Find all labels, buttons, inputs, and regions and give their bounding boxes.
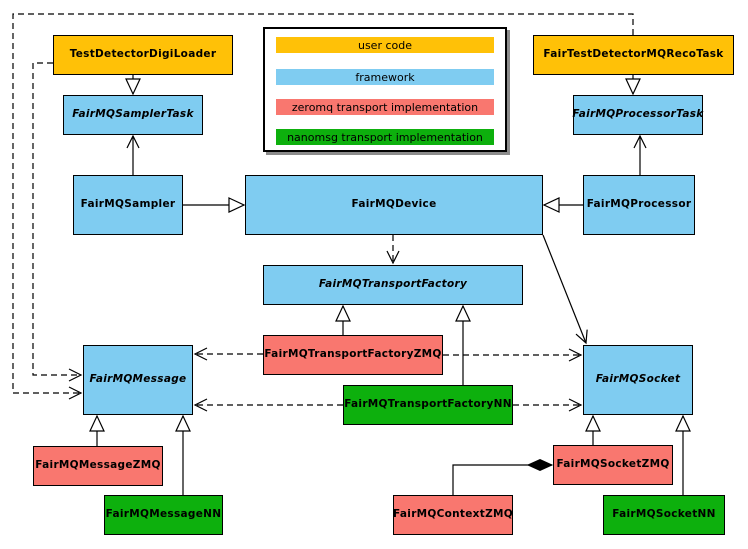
node-testdetectordigiloader-label: TestDetectorDigiLoader — [69, 48, 217, 61]
legend-item-zeromq-label: zeromq transport implementation — [291, 100, 479, 114]
node-fairmqsampler: FairMQSampler — [73, 175, 183, 235]
edge-dependency-recotask-to-message — [12, 13, 634, 400]
node-fairmqmessagenn-label: FairMQMessageNN — [105, 508, 222, 521]
node-fairmqtransportfactorynn-label: FairMQTransportFactoryNN — [344, 398, 512, 411]
node-fairmqtransportfactoryzmq-label: FairMQTransportFactoryZMQ — [264, 348, 442, 361]
node-fairmqsocketzmq: FairMQSocketZMQ — [553, 445, 673, 485]
edge-dependency-digiloader-to-message — [32, 62, 83, 382]
node-fairmqsamplertask-label: FairMQSamplerTask — [72, 108, 194, 121]
node-fairmqprocessor: FairMQProcessor — [583, 175, 695, 235]
node-fairtestdetectormqrecotask-label: FairTestDetectorMQRecoTask — [543, 48, 724, 61]
node-fairmqdevice-label: FairMQDevice — [351, 198, 437, 211]
legend-item-nanomsg: nanomsg transport implementation — [276, 129, 494, 145]
node-fairmqprocessor-label: FairMQProcessor — [586, 198, 692, 211]
legend-item-nanomsg-label: nanomsg transport implementation — [287, 130, 483, 144]
node-fairmqprocessortask-label: FairMQProcessorTask — [572, 108, 704, 121]
node-fairmqcontextzmq-label: FairMQContextZMQ — [393, 508, 513, 521]
legend-item-user-code-label: user code — [357, 38, 413, 52]
node-fairmqsamplertask: FairMQSamplerTask — [63, 95, 203, 135]
node-fairmqmessage-label: FairMQMessage — [89, 373, 187, 386]
node-fairmqdevice: FairMQDevice — [245, 175, 543, 235]
legend-item-user-code: user code — [276, 37, 494, 53]
node-fairmqtransportfactory: FairMQTransportFactory — [263, 265, 523, 305]
node-fairmqmessage: FairMQMessage — [83, 345, 193, 415]
edge-composition-contextzmq-to-socketzmq — [452, 465, 552, 495]
node-fairmqtransportfactory-label: FairMQTransportFactory — [318, 278, 468, 291]
legend-item-framework-label: framework — [355, 70, 415, 84]
node-fairmqsocketnn: FairMQSocketNN — [603, 495, 725, 535]
legend-item-framework: framework — [276, 69, 494, 85]
node-fairmqsocketzmq-label: FairMQSocketZMQ — [556, 458, 670, 471]
node-fairmqmessagezmq: FairMQMessageZMQ — [33, 446, 163, 486]
node-fairmqsocket: FairMQSocket — [583, 345, 693, 415]
node-fairmqsampler-label: FairMQSampler — [80, 198, 176, 211]
edge-association-device-to-socket — [542, 234, 588, 345]
node-fairmqsocket-label: FairMQSocket — [595, 373, 681, 386]
node-fairmqtransportfactoryzmq: FairMQTransportFactoryZMQ — [263, 335, 443, 375]
legend-item-zeromq: zeromq transport implementation — [276, 99, 494, 115]
legend: user code framework zeromq transport imp… — [263, 27, 507, 152]
node-fairmqmessagezmq-label: FairMQMessageZMQ — [35, 459, 161, 472]
node-fairmqmessagenn: FairMQMessageNN — [104, 495, 223, 535]
node-testdetectordigiloader: TestDetectorDigiLoader — [53, 35, 233, 75]
node-fairtestdetectormqrecotask: FairTestDetectorMQRecoTask — [533, 35, 734, 75]
node-fairmqsocketnn-label: FairMQSocketNN — [612, 508, 716, 521]
node-fairmqprocessortask: FairMQProcessorTask — [572, 95, 704, 135]
node-fairmqtransportfactorynn: FairMQTransportFactoryNN — [343, 385, 513, 425]
node-fairmqcontextzmq: FairMQContextZMQ — [393, 495, 513, 535]
